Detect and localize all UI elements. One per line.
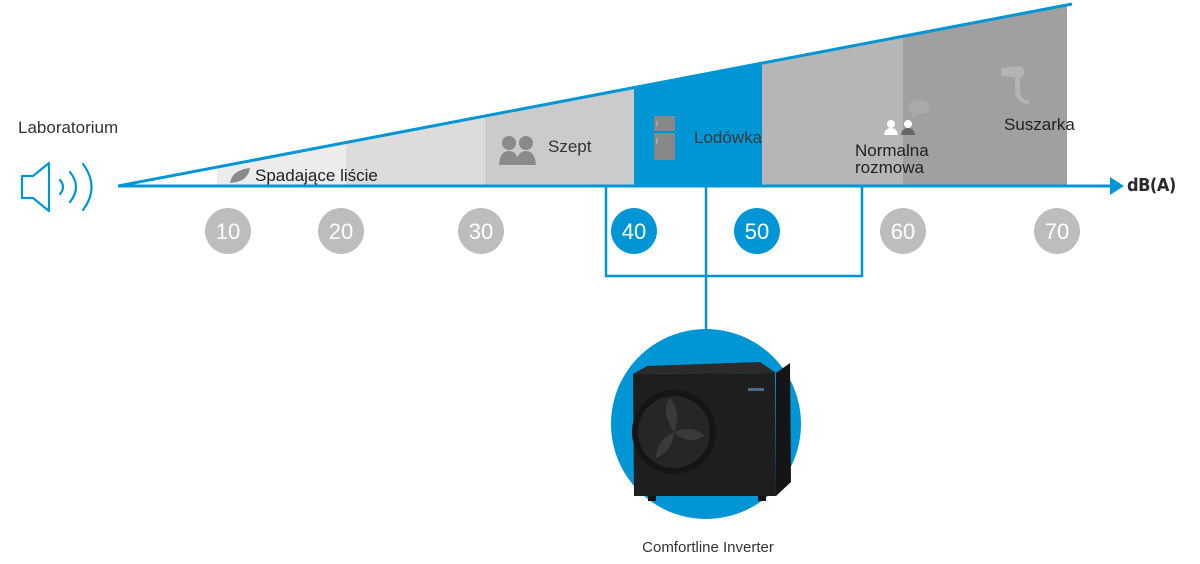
highlight-bracket [604, 186, 864, 330]
noise-segment [903, 4, 1067, 187]
hair-dryer-icon [1001, 66, 1030, 104]
tick-circle [734, 208, 780, 254]
leaf-icon [230, 168, 250, 183]
tick-label: 10 [216, 219, 240, 244]
tick-circle [205, 208, 251, 254]
noise-segment [634, 63, 762, 187]
speaker-icon [20, 161, 93, 213]
segment-label-fridge: Lodówka [694, 128, 763, 147]
segment-label-falling-leaves: Spadające liście [255, 166, 378, 185]
fridge-icon [654, 116, 675, 160]
axis-unit-label: dB(A) [1127, 175, 1176, 196]
tick-label: 20 [329, 219, 353, 244]
tick-circle [458, 208, 504, 254]
conversation-icon [884, 100, 930, 135]
laboratory-label: Laboratorium [18, 118, 119, 137]
noise-segment [762, 36, 903, 186]
whisper-people-icon [499, 136, 536, 165]
loudness-slope-line [117, 2, 1073, 188]
tick-label: 50 [745, 219, 769, 244]
noise-segment [346, 115, 485, 186]
tick-label: 70 [1045, 219, 1069, 244]
tick-label: 40 [622, 219, 646, 244]
heat-pump-icon [632, 362, 791, 501]
noise-segment [217, 142, 346, 186]
segment-label-whisper: Szept [548, 137, 592, 156]
product-name: Comfortline Inverter [642, 539, 774, 556]
tick-circle [611, 208, 657, 254]
noise-segments [217, 4, 1067, 187]
product-badge [611, 329, 801, 519]
segment-label-conversation-line1: Normalna [855, 141, 929, 160]
axis-arrow-icon [1110, 177, 1124, 195]
tick-label: 30 [469, 219, 493, 244]
db-scale-ticks: 10 20 30 40 50 60 70 [205, 208, 1080, 254]
tick-circle [318, 208, 364, 254]
tick-circle [880, 208, 926, 254]
segment-label-hair-dryer: Suszarka [1004, 115, 1075, 134]
segment-label-conversation-line2: rozmowa [855, 158, 924, 177]
tick-label: 60 [891, 219, 915, 244]
tick-circle [1034, 208, 1080, 254]
